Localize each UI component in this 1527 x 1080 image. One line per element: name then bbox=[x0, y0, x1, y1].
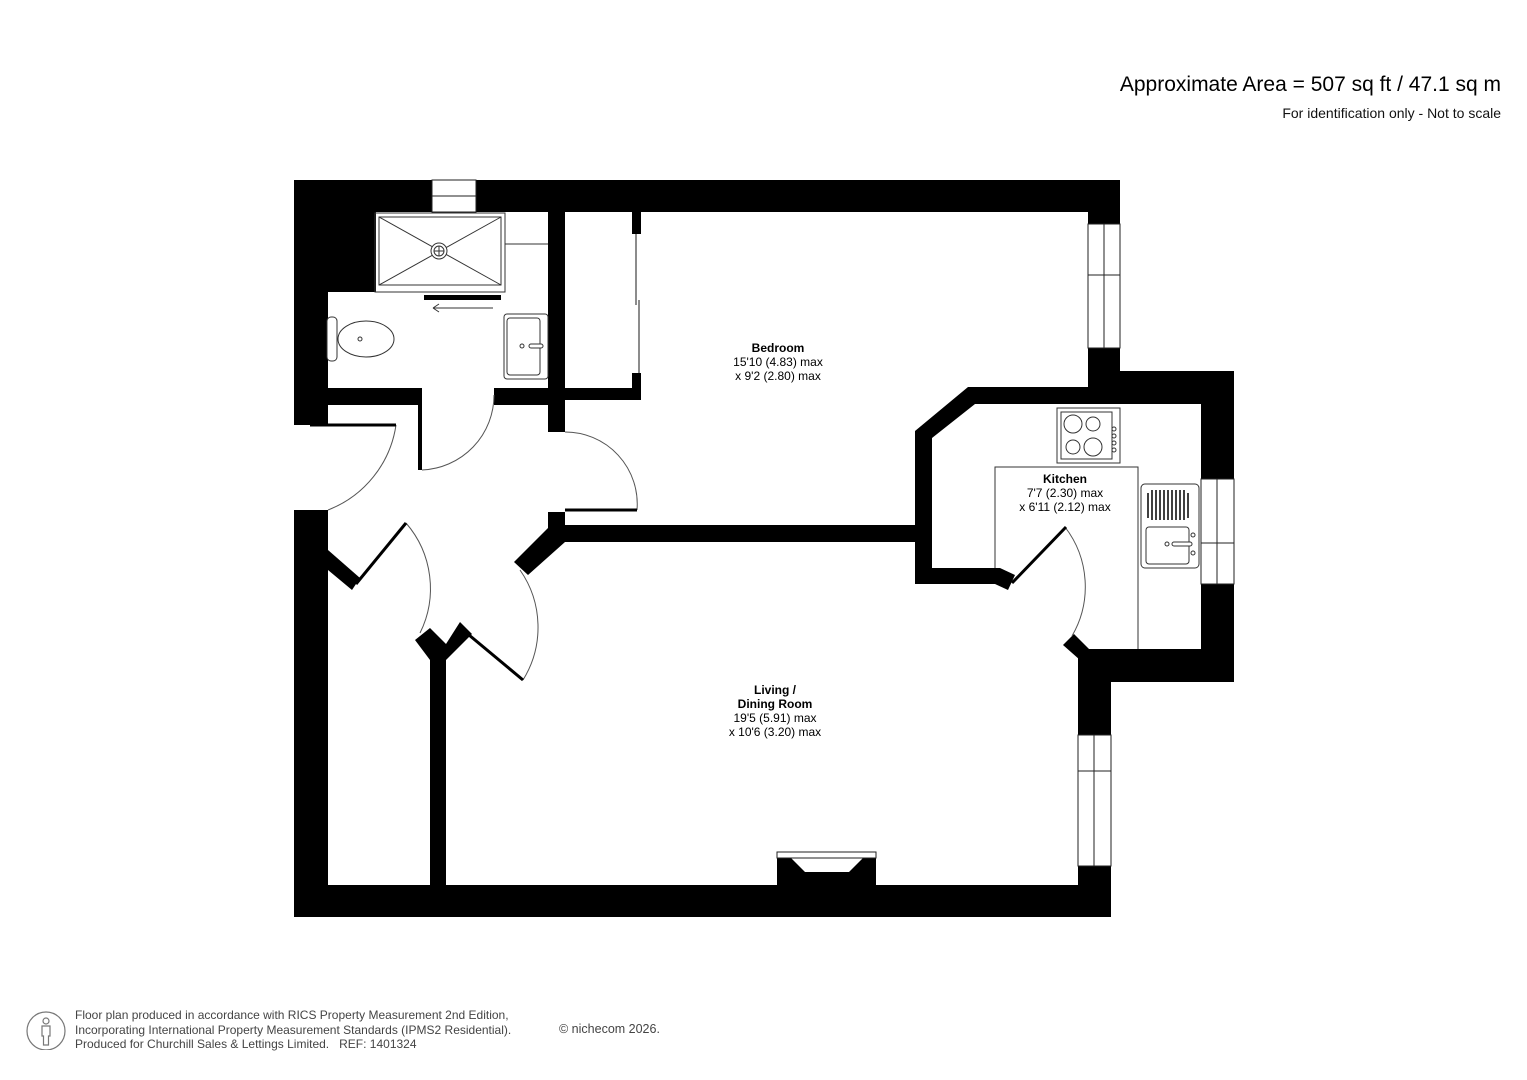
room-dimension: 15'10 (4.83) max bbox=[733, 355, 823, 369]
fireplace-icon bbox=[776, 851, 877, 859]
wardrobe-icon bbox=[635, 234, 640, 373]
approximate-area: Approximate Area = 507 sq ft / 47.1 sq m bbox=[1119, 73, 1501, 96]
kitchen-sink-icon bbox=[1140, 483, 1200, 569]
door-swing-icon bbox=[421, 394, 495, 471]
door-swings bbox=[310, 394, 1086, 682]
room-dimension: 7'7 (2.30) max bbox=[1026, 486, 1104, 500]
room-name: Kitchen bbox=[1042, 472, 1088, 486]
footer-text: Floor plan produced in accordance with R… bbox=[75, 1008, 511, 1052]
slide-arrow-icon bbox=[432, 303, 493, 313]
door-swing-icon bbox=[519, 569, 539, 681]
walls bbox=[294, 180, 1234, 917]
shower-tray-icon bbox=[374, 212, 548, 293]
footer-line: Floor plan produced in accordance with R… bbox=[75, 1008, 509, 1022]
header: Approximate Area = 507 sq ft / 47.1 sq m… bbox=[1120, 72, 1501, 122]
disclaimer: For identification only - Not to scale bbox=[1282, 105, 1501, 121]
room-name: Living / bbox=[754, 683, 796, 697]
footer-line: Produced for Churchill Sales & Lettings … bbox=[75, 1037, 330, 1051]
room-dimension: x 10'6 (3.20) max bbox=[728, 725, 822, 739]
room-label-kitchen: Kitchen 7'7 (2.30) max x 6'11 (2.12) max bbox=[1019, 472, 1110, 514]
room-dimension: x 6'11 (2.12) max bbox=[1019, 500, 1111, 514]
kitchen-counter bbox=[994, 466, 1139, 649]
washbasin-icon bbox=[503, 313, 549, 380]
door-swing-icon bbox=[327, 424, 397, 511]
room-name: Bedroom bbox=[751, 341, 805, 355]
person-scale-icon bbox=[26, 1011, 66, 1050]
door-swing-icon bbox=[564, 431, 638, 511]
copyright: © nichecom 2026. bbox=[559, 1022, 660, 1036]
room-label-living: Living / Dining Room 19'5 (5.91) max x 1… bbox=[729, 683, 821, 739]
room-label-bedroom: Bedroom 15'10 (4.83) max x 9'2 (2.80) ma… bbox=[733, 341, 823, 383]
footer-line: Incorporating International Property Mea… bbox=[75, 1022, 512, 1037]
shower-screen bbox=[424, 295, 501, 300]
door-swing-icon bbox=[1064, 526, 1086, 637]
room-name: Dining Room bbox=[737, 697, 813, 711]
room-dimension: x 9'2 (2.80) max bbox=[735, 369, 821, 383]
hob-icon bbox=[1056, 407, 1121, 464]
toilet-icon bbox=[326, 316, 395, 362]
windows bbox=[431, 179, 1235, 867]
door-swing-icon bbox=[405, 522, 431, 634]
room-dimension: 19'5 (5.91) max bbox=[733, 711, 817, 725]
reference-number: REF: 1401324 bbox=[339, 1037, 417, 1051]
